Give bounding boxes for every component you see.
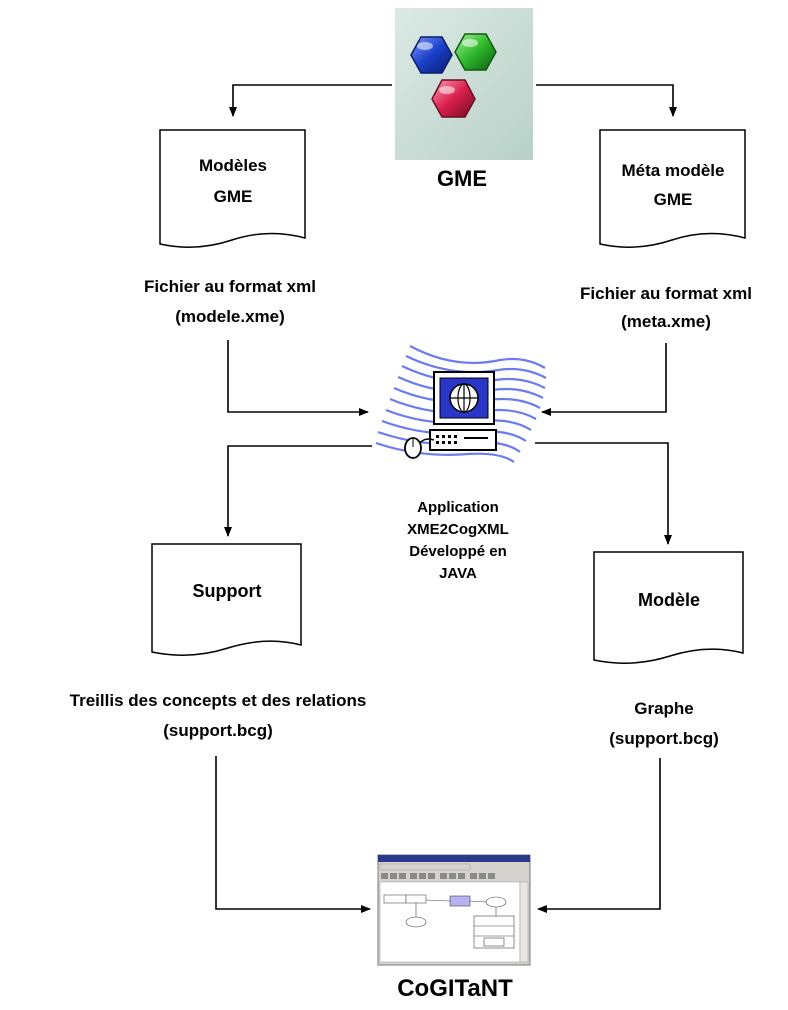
document-metamodel-gme	[599, 129, 746, 248]
app-label-line2: XME2CogXML	[407, 521, 509, 538]
app-label-line3: Développé en	[409, 543, 507, 560]
doc-models-line1: Modèles	[199, 156, 267, 175]
doc-support-label: Support	[193, 581, 262, 601]
file-meta-line2: (meta.xme)	[621, 312, 711, 331]
file-support-line1: Treillis des concepts et des relations	[70, 691, 367, 710]
arrow-graph-to-cogitant	[537, 758, 661, 913]
doc-metamodel-line2: GME	[654, 190, 693, 209]
file-graph-line2: (support.bcg)	[609, 729, 719, 748]
file-modele-line1: Fichier au format xml	[144, 277, 316, 296]
doc-model-label: Modèle	[638, 590, 700, 610]
document-models-gme	[159, 129, 306, 248]
file-support-line2: (support.bcg)	[163, 721, 273, 740]
doc-metamodel-line1: Méta modèle	[622, 161, 725, 180]
arrow-app-to-model	[535, 442, 672, 545]
doc-models-line2: GME	[214, 187, 253, 206]
arrow-meta-to-app	[541, 343, 667, 416]
app-label-line4: JAVA	[439, 565, 477, 582]
file-meta-line1: Fichier au format xml	[580, 284, 752, 303]
document-support	[151, 543, 302, 656]
arrow-support-to-cogitant	[215, 756, 371, 913]
cogitant-screenshot-icon	[377, 854, 531, 966]
arrow-gme-to-models	[229, 84, 392, 117]
file-modele-line2: (modele.xme)	[175, 307, 285, 326]
arrow-modele-to-app	[227, 340, 369, 416]
document-model	[593, 551, 744, 664]
cogitant-label: CoGITaNT	[397, 975, 513, 1002]
app-label-line1: Application	[417, 499, 499, 516]
arrow-app-to-support	[224, 445, 372, 537]
arrow-gme-to-metamodel	[536, 84, 677, 117]
computer-globe-icon	[375, 345, 547, 463]
gme-hexagon-logo-icon	[395, 8, 533, 160]
gme-label: GME	[437, 166, 487, 191]
file-graph-line1: Graphe	[634, 699, 694, 718]
